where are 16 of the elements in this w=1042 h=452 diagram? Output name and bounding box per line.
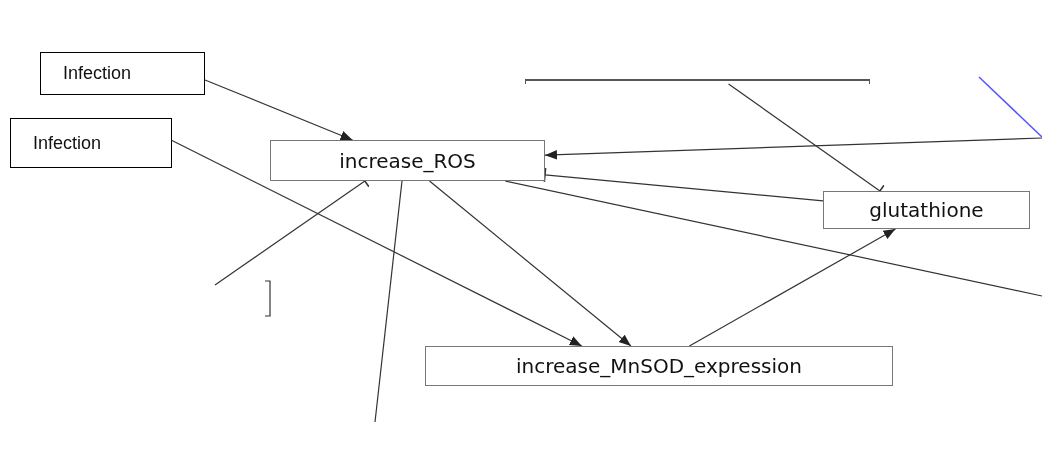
arrow [171, 139, 583, 347]
node-label: Infection [63, 63, 132, 84]
node-label: glutathione [869, 198, 984, 222]
process-box [823, 191, 1030, 229]
text-box [40, 52, 205, 95]
process-box [425, 346, 893, 386]
process-box [270, 140, 545, 181]
arrow [428, 180, 632, 347]
arrow [204, 79, 354, 141]
arrow [688, 228, 897, 347]
node-label: increase_ROS [339, 148, 476, 173]
arrow [544, 137, 1042, 160]
node-label: increase_MnSOD_expression [516, 354, 802, 378]
text-box [10, 118, 172, 168]
node-label: Infection [33, 132, 102, 154]
bar-line [525, 79, 870, 84]
